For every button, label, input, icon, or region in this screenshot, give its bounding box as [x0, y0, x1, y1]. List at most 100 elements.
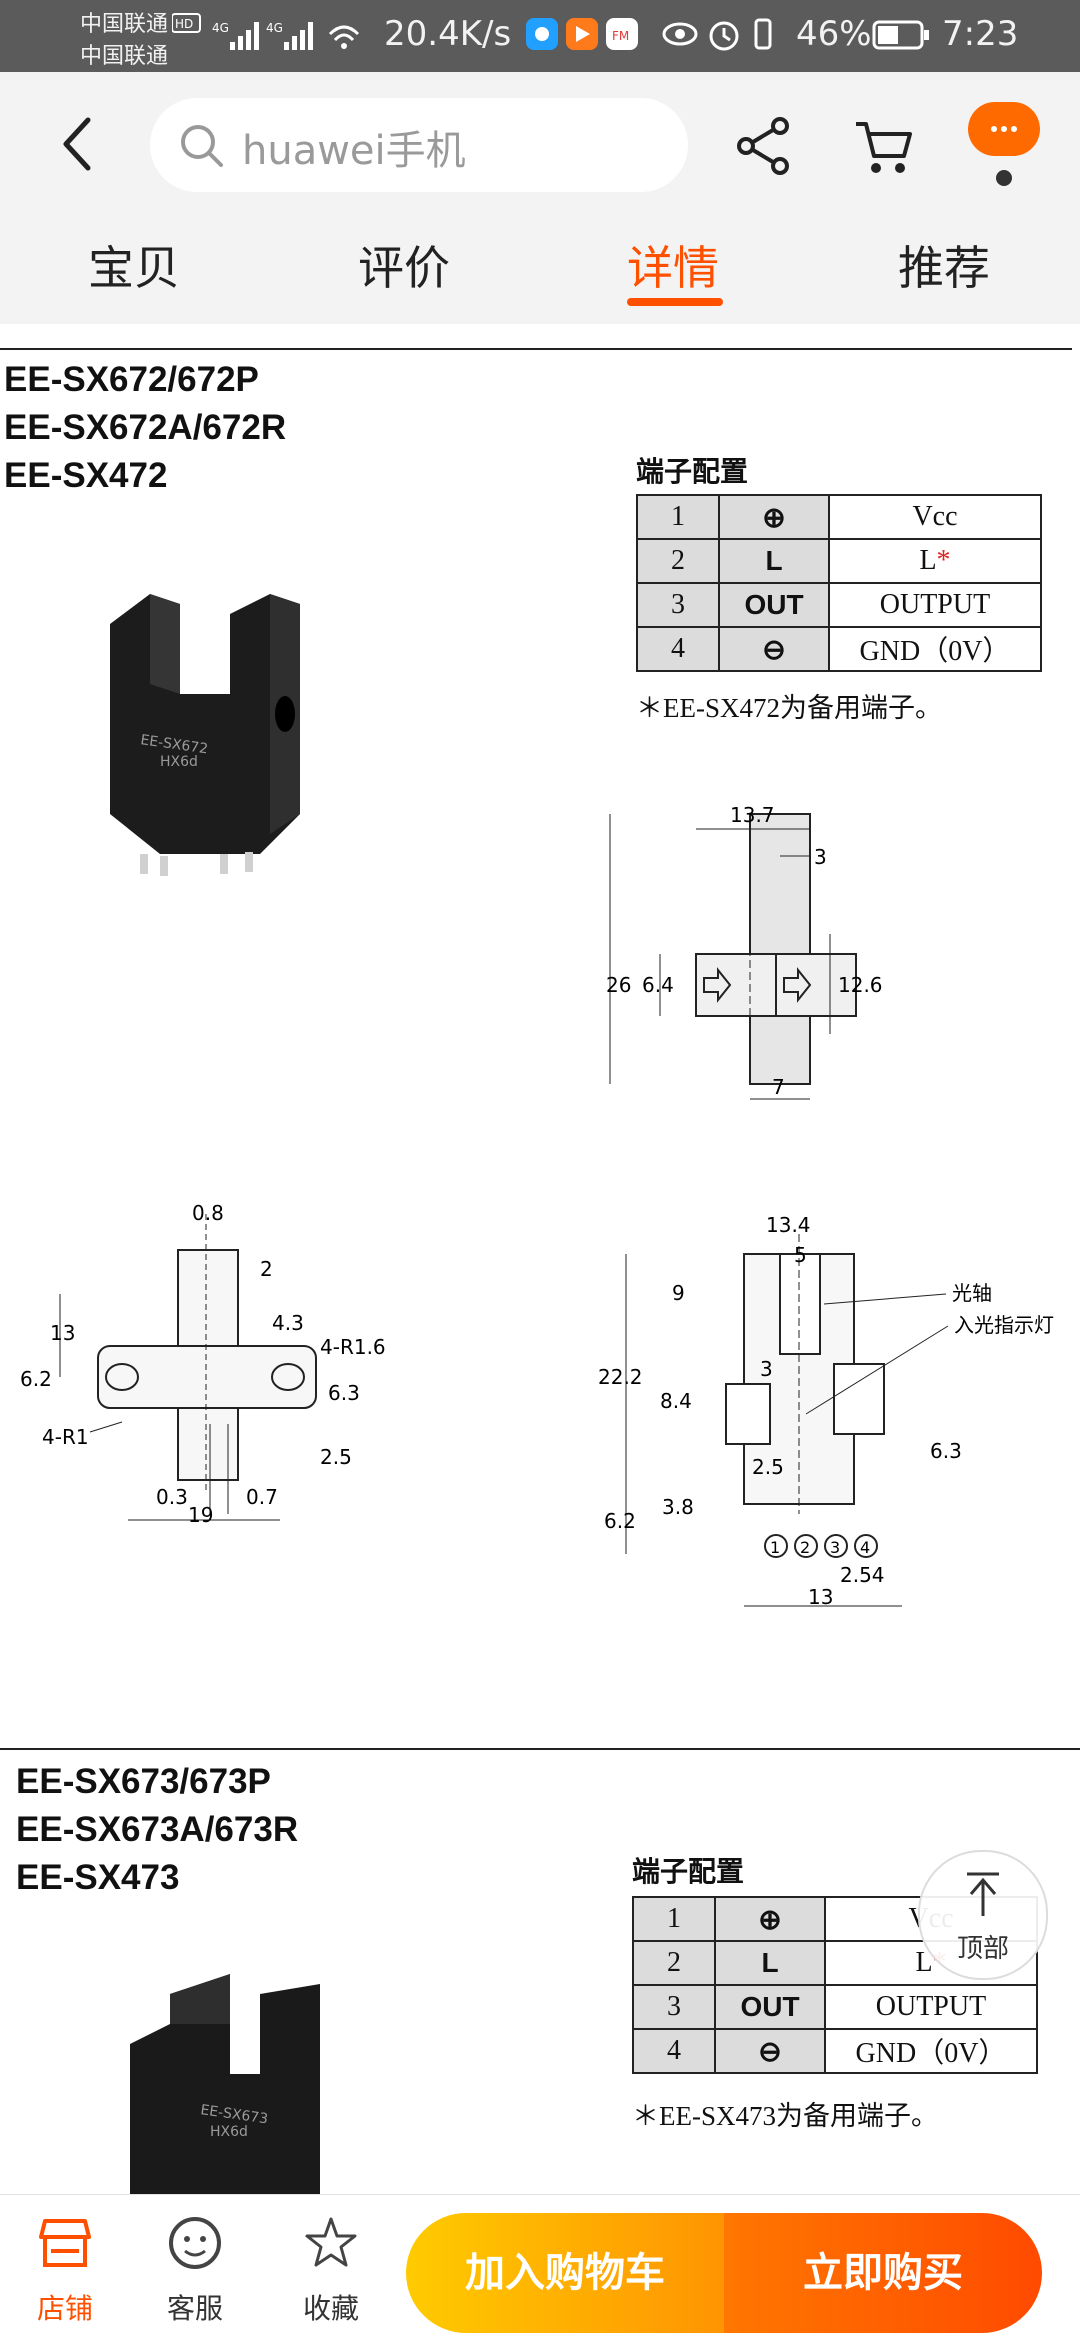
more-icon[interactable]: [964, 98, 1044, 190]
back-icon[interactable]: [56, 114, 100, 174]
pin-symbol: ⊖: [718, 626, 830, 672]
pin-label: 3: [830, 1538, 840, 1557]
sensor-marking: HX6d: [210, 2124, 248, 2140]
model-name: EE-SX672A/672R: [4, 408, 287, 447]
pin-function-text: L: [915, 1947, 933, 1978]
dim-label: 6.2: [20, 1367, 52, 1391]
battery-percent: 46%: [796, 14, 872, 54]
terminal-note: ＊EE-SX473为备用端子。: [632, 2101, 938, 2131]
top-view-drawing: 13.4 5 光轴 入光指示灯 22.2 9 8.4 3 2.5 6.3 6.2…: [598, 1214, 1054, 1609]
add-to-cart-button[interactable]: 加入购物车: [406, 2213, 724, 2333]
pin-function: OUTPUT: [824, 1984, 1038, 2030]
shop-icon: [39, 2219, 91, 2267]
pin-function: GND（0V）: [828, 626, 1042, 672]
model-name: EE-SX673/673P: [16, 1762, 271, 1801]
dim-label: 8.4: [660, 1389, 692, 1413]
dim-label: 26: [606, 973, 631, 997]
pin-symbol: L: [714, 1940, 826, 1986]
terminal-table-title: 端子配置: [636, 456, 749, 487]
cart-icon[interactable]: [852, 116, 916, 180]
search-placeholder: huawei手机: [242, 128, 466, 174]
dim-label: 4.3: [272, 1311, 304, 1335]
buy-now-button[interactable]: 立即购买: [724, 2213, 1042, 2333]
indicator-light-label: 入光指示灯: [954, 1313, 1054, 1337]
shop-button[interactable]: 店铺: [10, 2195, 120, 2341]
share-icon[interactable]: [734, 116, 794, 176]
battery-icon: [872, 20, 929, 50]
pin-number: 2: [636, 538, 720, 584]
dim-label: 3: [814, 845, 827, 869]
pin-symbol: L: [718, 538, 830, 584]
tab-reviews[interactable]: 评价: [358, 241, 450, 295]
pin-label: 4: [860, 1538, 870, 1557]
dim-label: 6.2: [604, 1509, 636, 1533]
pin-function: GND（0V）: [824, 2028, 1038, 2074]
product-header: huawei手机 宝贝 评价 详情 推荐: [0, 72, 1080, 324]
pin-number: 4: [632, 2028, 716, 2074]
pin-label: 2: [800, 1538, 810, 1557]
dim-label: 13: [50, 1321, 75, 1345]
pin-number: 2: [632, 1940, 716, 1986]
pin-function: OUTPUT: [828, 582, 1042, 628]
dim-label: 6.3: [930, 1439, 962, 1463]
star-icon: [305, 2217, 357, 2267]
svg-text:4G: 4G: [212, 21, 229, 35]
model-name: EE-SX673A/673R: [16, 1810, 299, 1849]
tab-recommend[interactable]: 推荐: [898, 241, 990, 295]
tab-baobei[interactable]: 宝贝: [88, 241, 180, 295]
search-icon: [181, 125, 223, 167]
back-to-top-button[interactable]: 顶部: [918, 1850, 1048, 1980]
customer-service-label: 客服: [166, 2292, 223, 2325]
pin-number: 1: [632, 1896, 716, 1942]
bottom-action-bar: 店铺 客服 收藏 加入购物车 立即购买: [0, 2194, 1080, 2341]
model-name: EE-SX672/672P: [4, 360, 259, 399]
optical-axis-label: 光轴: [952, 1281, 992, 1305]
pin-symbol: OUT: [714, 1984, 826, 2030]
back-to-top-label: 顶部: [956, 1934, 1009, 1964]
status-bar: 中国联通 中国联通 HD 4G 4G 20.4K/s FM 46% 7:23: [0, 0, 1080, 72]
pin-function-mark: *: [936, 545, 951, 576]
pin-number: 1: [636, 494, 720, 540]
search-box[interactable]: huawei手机: [150, 98, 688, 192]
carrier-1: 中国联通: [80, 12, 169, 37]
model-name: EE-SX473: [16, 1858, 180, 1897]
carrier-2: 中国联通: [80, 44, 169, 69]
front-view-drawing: 0.8 2 13 4.3 4-R1.6 6.2 4-R1 6.3 2.5 0.3…: [20, 1204, 386, 1524]
terminal-note: ＊EE-SX472为备用端子。: [636, 693, 942, 723]
svg-text:4G: 4G: [266, 21, 283, 35]
signal-wifi-icons: HD 4G 4G: [172, 13, 360, 50]
pin-symbol: OUT: [718, 582, 830, 628]
dim-label: 13.7: [730, 803, 775, 827]
active-tab-indicator: [627, 298, 723, 306]
favorite-label: 收藏: [302, 2292, 359, 2325]
app-notification-icons: FM: [526, 18, 638, 50]
customer-service-button[interactable]: 客服: [140, 2195, 250, 2341]
dim-label: 6.3: [328, 1381, 360, 1405]
tab-details[interactable]: 详情: [627, 241, 719, 295]
sensor-photo-1: EE-SX672 HX6d: [110, 594, 300, 876]
dim-label: 13.4: [766, 1214, 811, 1237]
divider: [0, 1748, 1080, 1750]
dim-label: 5: [794, 1243, 807, 1267]
pin-number: 3: [636, 582, 720, 628]
dim-label: 13: [808, 1585, 833, 1609]
terminal-table-title: 端子配置: [632, 1856, 745, 1887]
dim-label: 22.2: [598, 1365, 643, 1389]
sensor-marking: HX6d: [160, 754, 198, 770]
dim-label: 9: [672, 1281, 685, 1305]
pin-function: L*: [828, 538, 1042, 584]
clock: 7:23: [942, 14, 1019, 54]
favorite-button[interactable]: 收藏: [276, 2195, 386, 2341]
dim-label: 12.6: [838, 973, 883, 997]
dim-label: 19: [188, 1503, 213, 1524]
dim-label: 2.54: [840, 1563, 885, 1587]
dim-label: 3: [760, 1357, 773, 1381]
dim-label: 3.8: [662, 1495, 694, 1519]
pin-number: 4: [636, 626, 720, 672]
pin-symbol: ⊕: [718, 494, 830, 540]
customer-service-icon: [169, 2217, 221, 2269]
sensor-photo-2: EE-SX673 HX6d: [130, 1974, 320, 2194]
shop-label: 店铺: [36, 2292, 93, 2325]
table-row: 4⊖GND（0V）: [632, 2028, 1038, 2074]
